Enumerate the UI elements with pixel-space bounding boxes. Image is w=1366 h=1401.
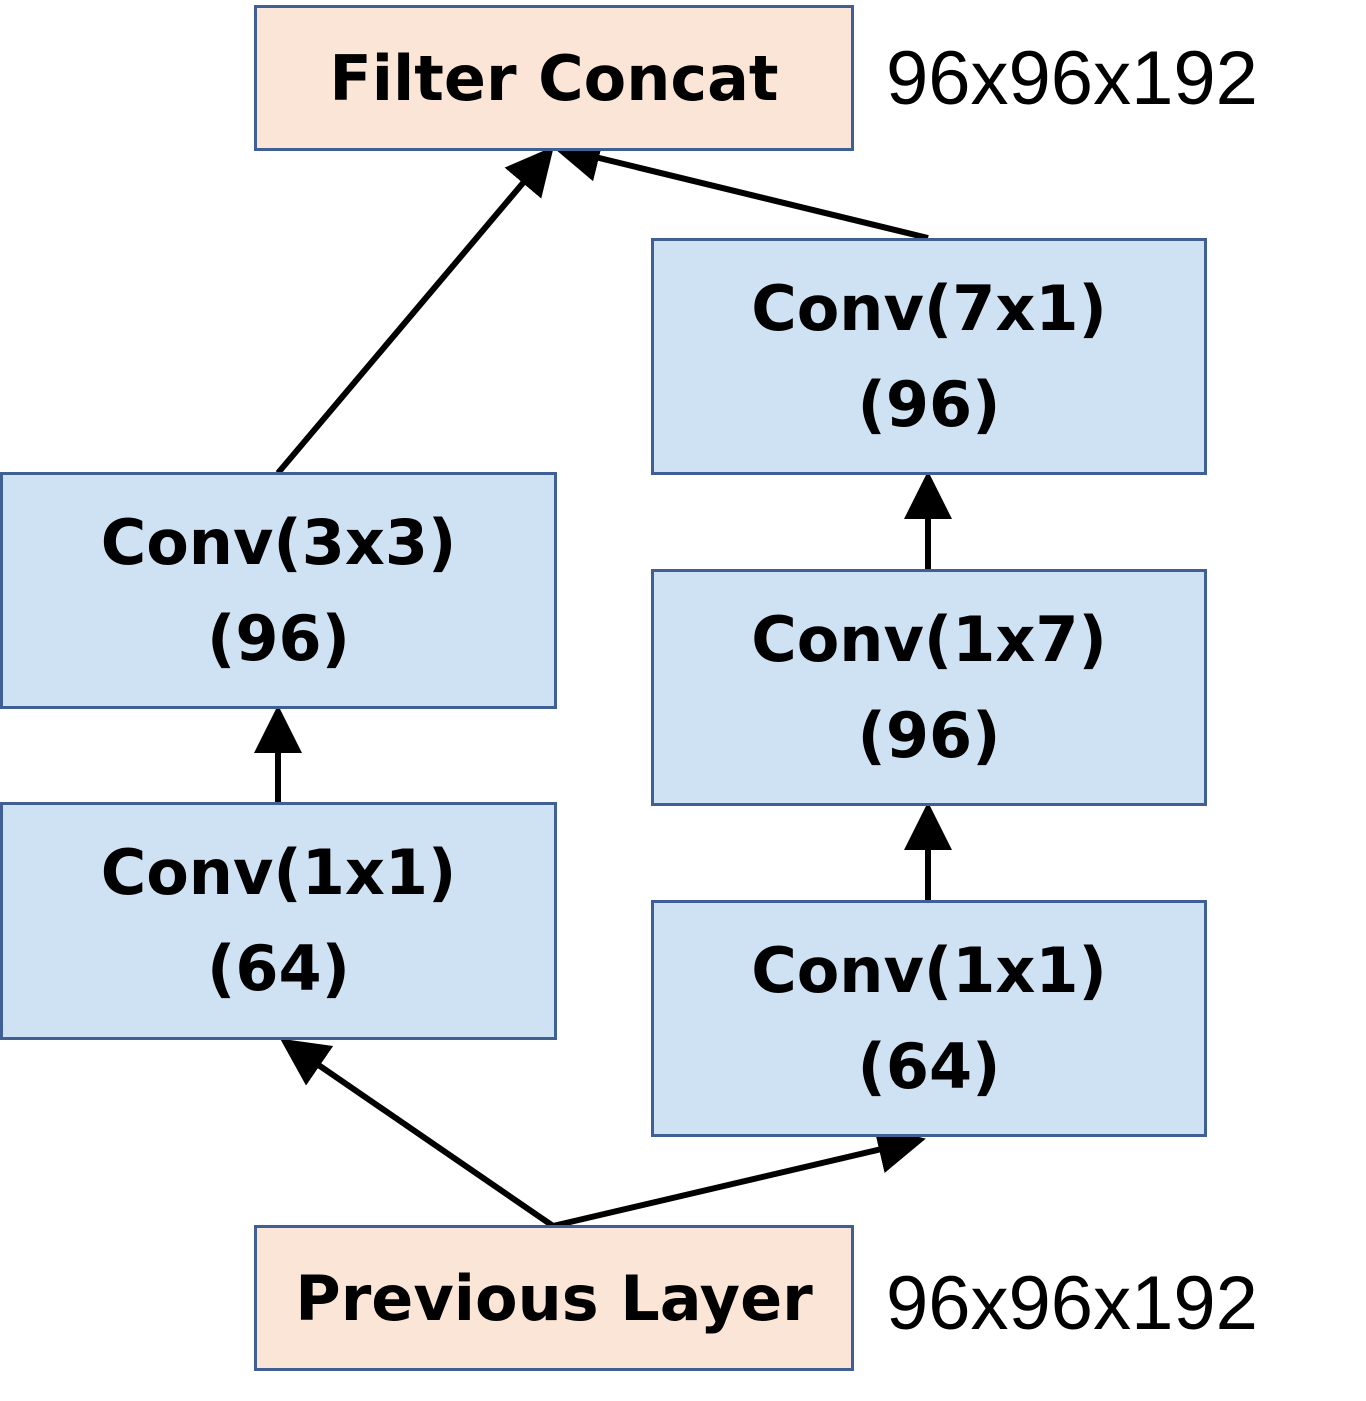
- edge-previous-to-left-conv1x1: [280, 1038, 555, 1229]
- right-conv1x7-filters: (96): [857, 698, 1001, 772]
- left-conv3x3-label: Conv(3x3): [100, 505, 457, 579]
- left-conv1x1-box: Conv(1x1) (64): [0, 802, 557, 1040]
- left-conv1x1-filters: (64): [207, 932, 350, 1005]
- right-conv1x1-label: Conv(1x1): [751, 933, 1107, 1007]
- filter-concat-label: Filter Concat: [329, 41, 779, 115]
- left-conv3x3-box: Conv(3x3) (96): [0, 472, 557, 709]
- right-conv1x1-filters: (64): [857, 1029, 1001, 1103]
- left-conv1x1-label: Conv(1x1): [100, 836, 457, 909]
- right-conv1x7-label: Conv(1x7): [751, 602, 1107, 676]
- left-conv3x3-filters: (96): [207, 601, 350, 675]
- right-conv7x1-box: Conv(7x1) (96): [651, 238, 1207, 475]
- right-conv7x1-label: Conv(7x1): [751, 271, 1107, 345]
- right-conv1x7-box: Conv(1x7) (96): [651, 569, 1207, 806]
- previous-layer-label: Previous Layer: [295, 1261, 813, 1335]
- right-conv1x1-box: Conv(1x1) (64): [651, 900, 1207, 1137]
- edge-previous-to-right-conv1x1: [552, 1126, 926, 1229]
- filter-concat-dims: 96x96x192: [886, 36, 1258, 121]
- previous-layer-box: Previous Layer: [254, 1225, 854, 1371]
- edge-right-conv7x1-to-concat: [552, 134, 929, 241]
- edge-left-conv3x3-to-concat: [275, 146, 554, 475]
- right-conv7x1-filters: (96): [857, 367, 1001, 441]
- filter-concat-box: Filter Concat: [254, 5, 854, 151]
- previous-layer-dims: 96x96x192: [886, 1261, 1258, 1346]
